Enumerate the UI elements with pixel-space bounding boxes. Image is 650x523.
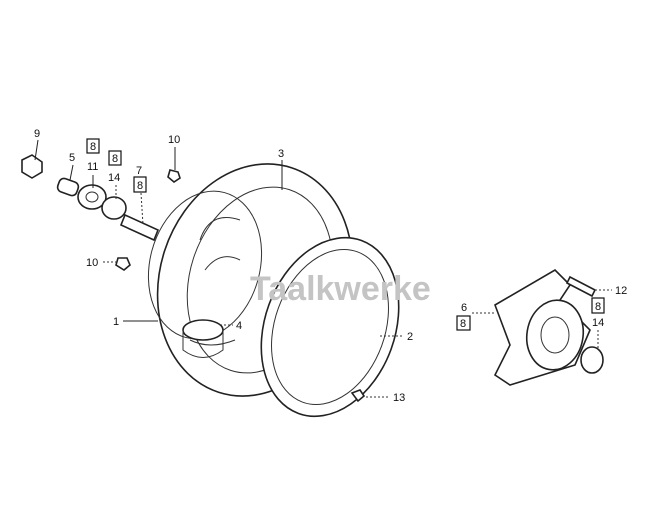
callouts: 9 5 8 11 8 14 7 8 10 3 10 1 4 2 6 8 12 8… xyxy=(34,128,627,404)
nut-10a xyxy=(167,169,181,183)
callout-1: 1 xyxy=(113,316,119,328)
callout-11-box: 8 xyxy=(90,141,96,153)
bolt-12 xyxy=(565,275,597,298)
bolt-13 xyxy=(350,389,366,403)
callout-7-box: 8 xyxy=(137,180,143,192)
callout-2: 2 xyxy=(407,331,413,343)
callout-13: 13 xyxy=(393,392,405,404)
bearing-14a xyxy=(101,196,127,220)
bearing-14b xyxy=(580,346,604,374)
callout-9: 9 xyxy=(34,128,40,140)
callout-14a-box: 8 xyxy=(112,153,118,165)
callout-12: 12 xyxy=(615,285,627,297)
leader-lines xyxy=(34,139,612,398)
callout-6-box: 8 xyxy=(460,318,466,330)
tube xyxy=(182,319,224,341)
callout-7: 7 xyxy=(136,165,142,177)
seal-11 xyxy=(77,184,107,210)
rim-right xyxy=(260,236,400,418)
callout-10a: 10 xyxy=(168,134,180,146)
callout-10b: 10 xyxy=(86,257,98,269)
rim-left xyxy=(147,190,263,340)
callout-6: 6 xyxy=(461,302,467,314)
callout-5: 5 xyxy=(69,152,75,164)
nut-10b xyxy=(115,257,131,271)
callout-12-box: 8 xyxy=(595,301,601,313)
spacer-7 xyxy=(119,213,160,242)
watermark: Taalkwerke xyxy=(250,270,431,308)
hub xyxy=(493,268,591,386)
callout-4: 4 xyxy=(236,320,242,332)
callout-14b: 14 xyxy=(592,317,604,329)
callout-11: 11 xyxy=(87,161,98,173)
tube-band xyxy=(182,330,224,358)
callout-3: 3 xyxy=(278,148,284,160)
callout-14a: 14 xyxy=(108,172,120,184)
nut-9 xyxy=(21,154,43,179)
collar-5 xyxy=(56,177,80,197)
